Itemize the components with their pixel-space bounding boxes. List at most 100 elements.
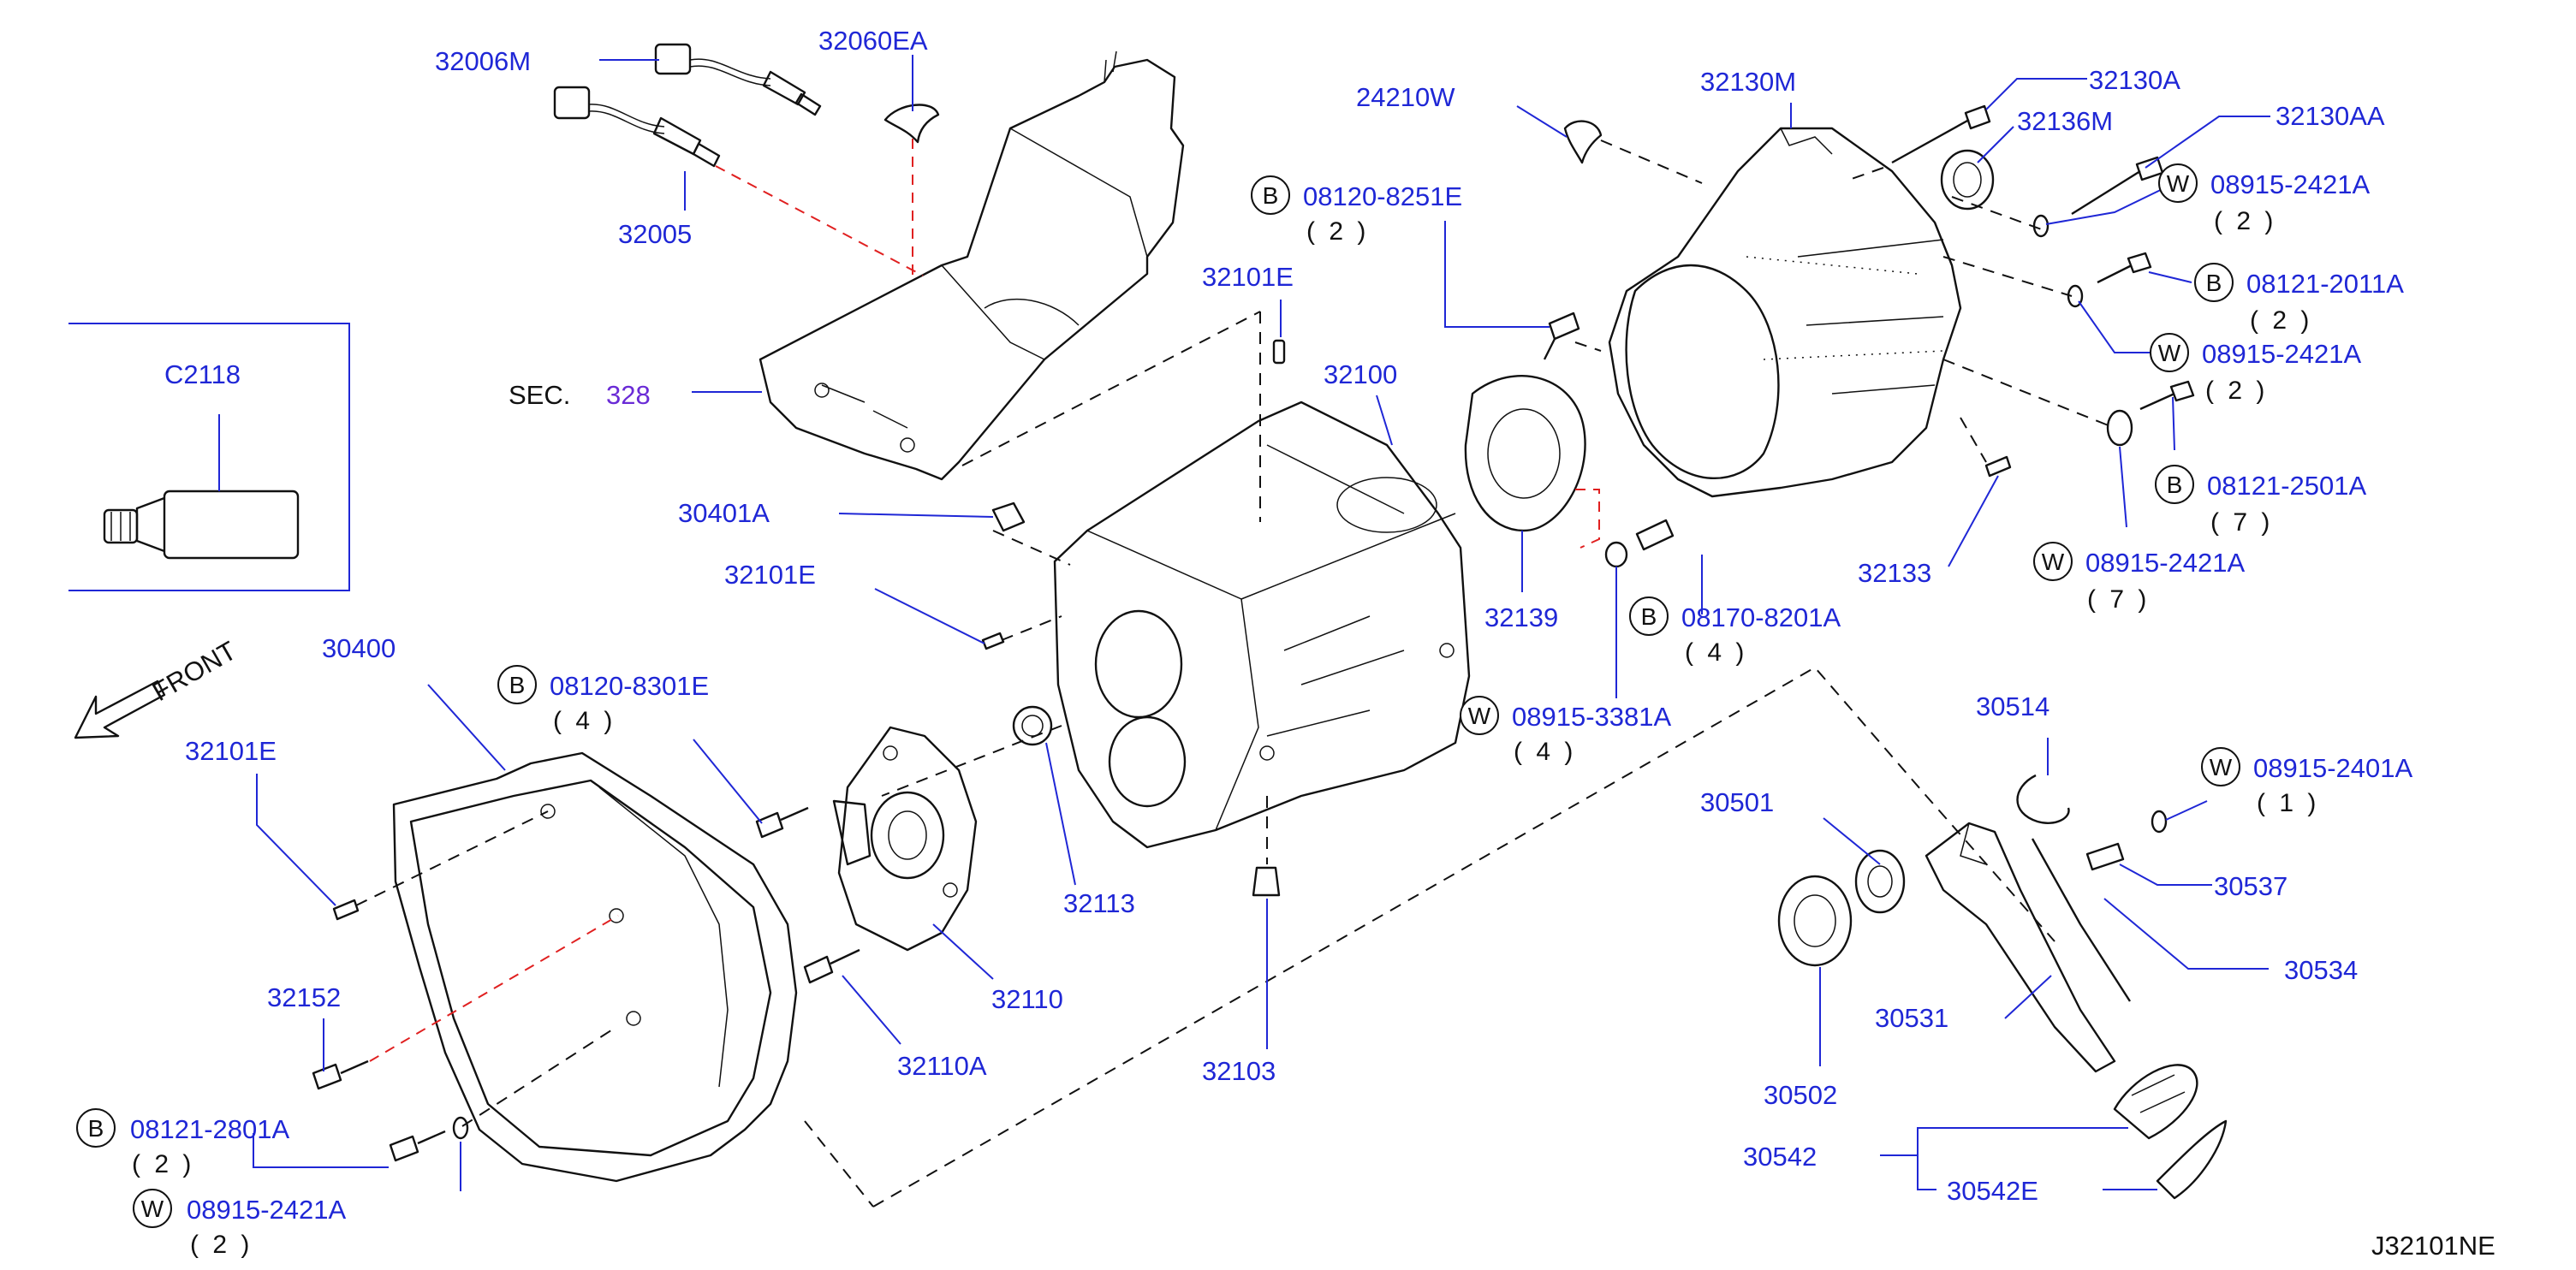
hardware-callouts: B 08120-8251E ( 2 ) W 08915-2421A ( 2 ) …: [76, 163, 2412, 1259]
label-30502[interactable]: 30502: [1764, 1080, 1837, 1110]
front-cover-drawing: [832, 726, 978, 952]
washer-badge-icon: [2201, 747, 2240, 786]
callout-quantity: ( 4 ): [1685, 638, 1747, 667]
callout-quantity: ( 7 ): [2210, 508, 2273, 537]
clip-32060ea-drawing: [883, 104, 940, 144]
callout-08915-2421a-4[interactable]: W 08915-2421A ( 2 ): [133, 1189, 346, 1259]
callout-badge: B: [88, 1115, 104, 1142]
transmission-case-drawing: [1053, 401, 1471, 849]
label-30514[interactable]: 30514: [1976, 691, 2049, 721]
clutch-release-drawing: [1777, 774, 2228, 1200]
label-30401a[interactable]: 30401A: [678, 498, 770, 528]
callout-08915-3381a[interactable]: W 08915-3381A ( 4 ): [1460, 696, 1671, 766]
front-arrow-icon: [74, 680, 166, 739]
callout-08915-2401a[interactable]: W 08915-2401A ( 1 ): [2201, 747, 2412, 817]
section-number-link[interactable]: 328: [606, 380, 651, 410]
label-32113[interactable]: 32113: [1063, 888, 1135, 918]
callout-badge: W: [2042, 549, 2065, 575]
label-c2118[interactable]: C2118: [164, 359, 241, 389]
callout-badge: B: [2206, 270, 2222, 296]
label-32110[interactable]: 32110: [991, 984, 1063, 1014]
callout-part-number[interactable]: 08915-3381A: [1512, 702, 1671, 732]
washer-badge-icon: [1460, 696, 1499, 735]
bolt-badge-icon: [2155, 465, 2194, 504]
bolt-badge-icon: [1251, 175, 1290, 215]
label-30400[interactable]: 30400: [322, 633, 396, 663]
front-label: FRONT: [147, 635, 241, 707]
callout-badge: B: [509, 672, 526, 698]
bolt-badge-icon: [76, 1108, 116, 1148]
label-32100[interactable]: 32100: [1324, 359, 1397, 389]
callout-part-number[interactable]: 08915-2421A: [187, 1195, 346, 1225]
callout-08170-8201a[interactable]: B 08170-8201A ( 4 ): [1629, 596, 1841, 667]
callout-quantity: ( 2 ): [2250, 306, 2312, 335]
callout-part-number[interactable]: 08915-2421A: [2202, 339, 2361, 369]
label-24210w[interactable]: 24210W: [1356, 82, 1455, 112]
label-32139[interactable]: 32139: [1484, 602, 1558, 632]
callout-part-number[interactable]: 08121-2011A: [2246, 269, 2404, 299]
label-32060ea[interactable]: 32060EA: [818, 26, 928, 56]
label-32006m[interactable]: 32006M: [435, 46, 531, 76]
callout-badge: W: [141, 1196, 164, 1222]
assembly-guide-lines: [355, 139, 2115, 1208]
callout-part-number[interactable]: 08120-8301E: [550, 671, 709, 701]
shift-cover-drawing: [759, 50, 1185, 481]
grease-tube-drawing: [103, 490, 300, 560]
callout-08915-2421a-1[interactable]: W 08915-2421A ( 2 ): [2158, 163, 2370, 235]
callout-badge: W: [2167, 170, 2190, 197]
label-30501[interactable]: 30501: [1700, 787, 1774, 817]
callout-part-number[interactable]: 08170-8201A: [1681, 602, 1841, 632]
inset-grease-box: [68, 323, 350, 591]
label-32136m[interactable]: 32136M: [2017, 106, 2113, 136]
bolt-badge-icon: [1629, 596, 1669, 636]
label-32130m[interactable]: 32130M: [1700, 67, 1796, 97]
label-32103[interactable]: 32103: [1202, 1056, 1276, 1086]
callout-08915-2421a-3[interactable]: W 08915-2421A ( 7 ): [2033, 542, 2245, 614]
callout-quantity: ( 4 ): [1514, 738, 1576, 766]
washer-badge-icon: [2150, 333, 2189, 372]
label-32101e-top[interactable]: 32101E: [1202, 262, 1294, 292]
callout-08120-8301e[interactable]: B 08120-8301E ( 4 ): [497, 665, 709, 735]
diagram-code: J32101NE: [2371, 1231, 2496, 1261]
callout-quantity: ( 4 ): [553, 707, 616, 735]
label-32101e-mid[interactable]: 32101E: [724, 560, 816, 590]
label-32152[interactable]: 32152: [267, 982, 341, 1012]
callout-quantity: ( 7 ): [2087, 585, 2150, 614]
callout-part-number[interactable]: 08915-2421A: [2085, 548, 2245, 578]
washer-badge-icon: [2158, 163, 2198, 203]
callout-quantity: ( 1 ): [2257, 789, 2319, 817]
callout-quantity: ( 2 ): [190, 1231, 253, 1259]
clutch-housing-drawing: [392, 751, 798, 1183]
callout-08915-2421a-2[interactable]: W 08915-2421A ( 2 ): [2150, 333, 2361, 405]
callout-quantity: ( 2 ): [1306, 217, 1369, 246]
label-32130aa[interactable]: 32130AA: [2276, 101, 2385, 131]
callout-quantity: ( 2 ): [2205, 377, 2268, 405]
callout-08121-2011a[interactable]: B 08121-2011A ( 2 ): [2194, 263, 2404, 335]
label-30542e[interactable]: 30542E: [1947, 1176, 2038, 1206]
label-30531[interactable]: 30531: [1875, 1003, 1948, 1033]
callout-part-number[interactable]: 08915-2401A: [2253, 753, 2412, 783]
callout-badge: W: [2158, 340, 2181, 366]
callout-badge: B: [2167, 472, 2183, 498]
label-32130a[interactable]: 32130A: [2089, 65, 2180, 95]
callout-08120-8251e[interactable]: B 08120-8251E ( 2 ): [1251, 175, 1462, 246]
label-32133[interactable]: 32133: [1858, 558, 1931, 588]
label-32101e-left[interactable]: 32101E: [185, 736, 277, 766]
label-32110a[interactable]: 32110A: [897, 1051, 987, 1081]
callout-08121-2801a[interactable]: B 08121-2801A ( 2 ): [76, 1108, 289, 1178]
label-32005[interactable]: 32005: [618, 219, 692, 249]
callout-08121-2501a[interactable]: B 08121-2501A ( 7 ): [2155, 465, 2366, 537]
callout-part-number[interactable]: 08121-2501A: [2207, 471, 2366, 501]
callout-badge: W: [1468, 703, 1491, 729]
callout-part-number[interactable]: 08121-2801A: [130, 1114, 289, 1144]
label-30534[interactable]: 30534: [2284, 955, 2358, 985]
callout-quantity: ( 2 ): [2214, 207, 2276, 235]
label-30542[interactable]: 30542: [1743, 1142, 1817, 1172]
label-30537[interactable]: 30537: [2214, 871, 2287, 901]
callout-part-number[interactable]: 08120-8251E: [1303, 181, 1462, 211]
callout-badge: W: [2210, 754, 2233, 780]
part-labels: 32006M 32060EA 32005 SEC. 328 C2118 2421…: [147, 26, 2496, 1261]
switch-32005-drawing: [553, 86, 721, 168]
callout-part-number[interactable]: 08915-2421A: [2210, 169, 2370, 199]
